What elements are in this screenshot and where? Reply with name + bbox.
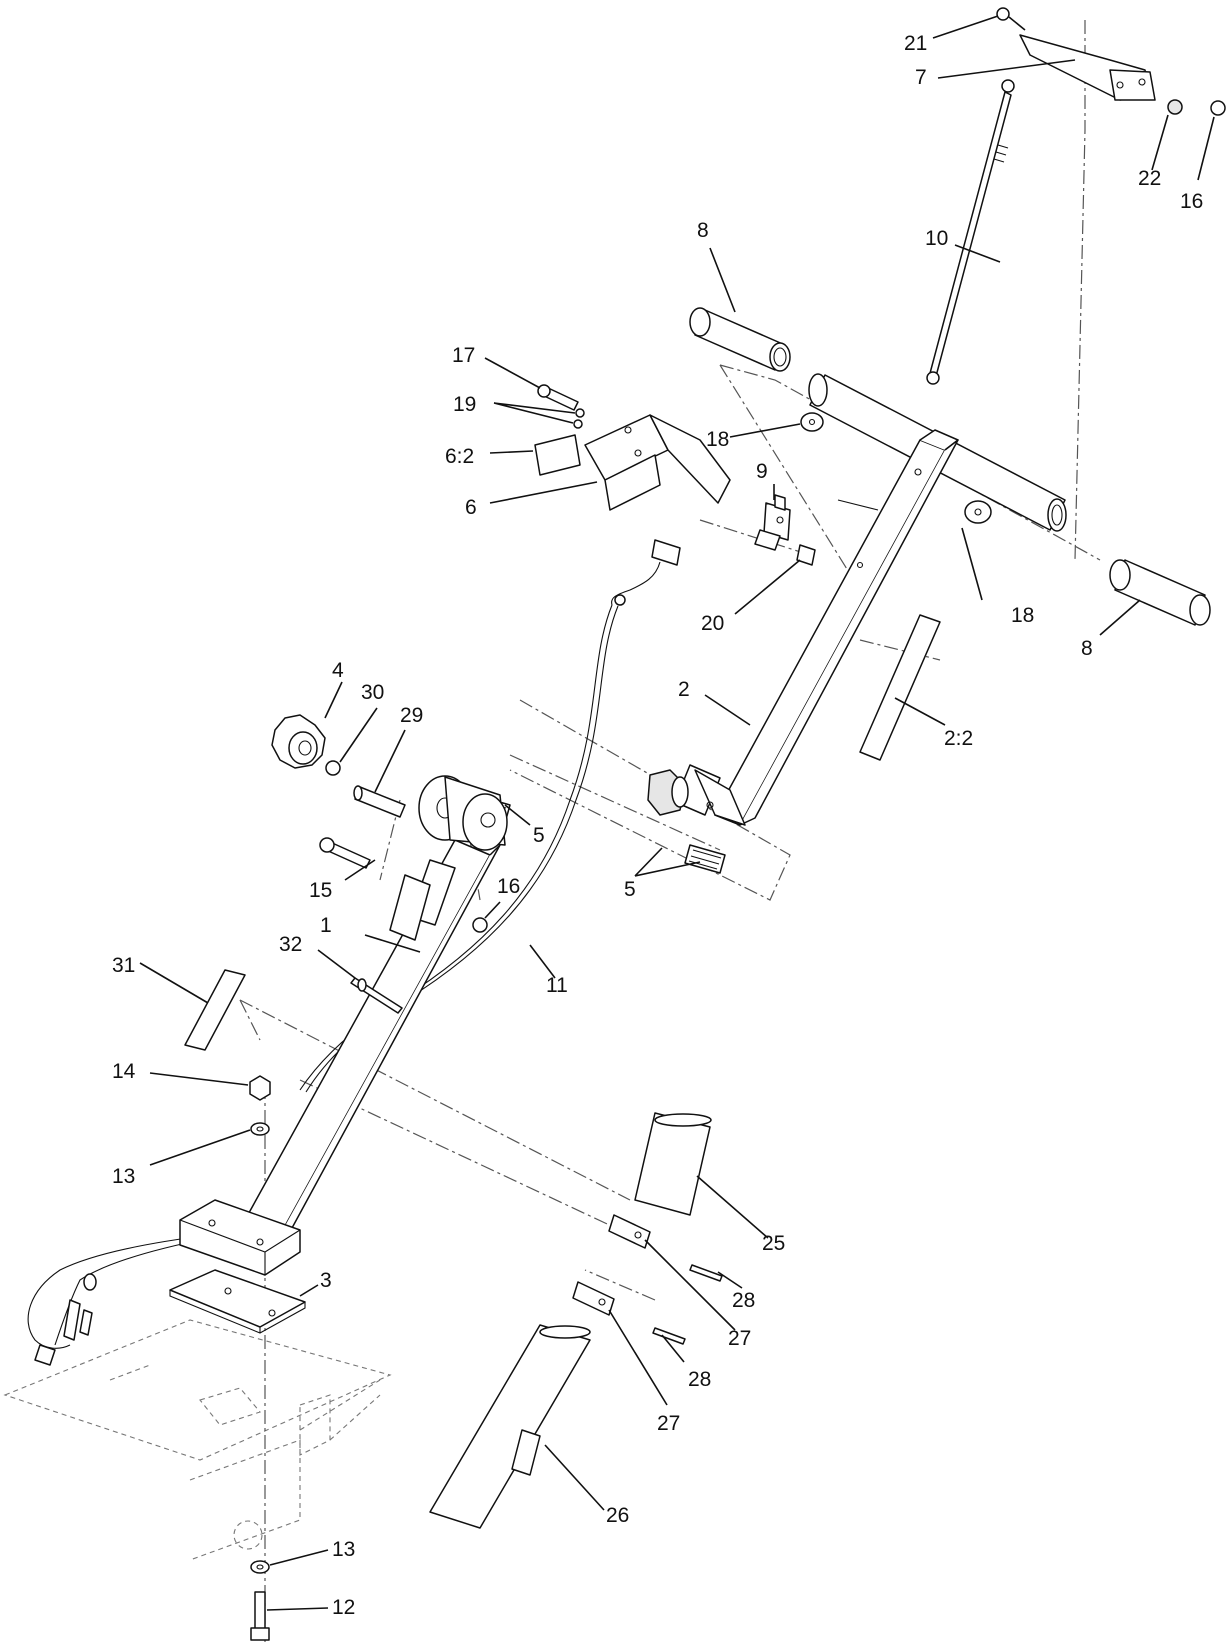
callout-20: 20: [701, 612, 724, 635]
part-18-washer-right: [964, 500, 992, 524]
callout-18-left: 18: [706, 428, 729, 451]
part-16-nut-upper: [1210, 100, 1226, 116]
callout-14: 14: [112, 1060, 136, 1083]
callout-13-lower: 13: [332, 1538, 355, 1561]
callout-30: 30: [361, 681, 384, 704]
part-32-pin: [350, 977, 403, 1014]
callout-4: 4: [332, 659, 344, 682]
part-3-plate: [169, 1269, 306, 1334]
callout-21: 21: [904, 32, 927, 55]
part-30-washer: [325, 760, 341, 776]
callout-28-lower: 28: [688, 1368, 711, 1391]
part-29-spacer: [353, 785, 406, 818]
callout-2-2: 2:2: [944, 727, 973, 750]
callout-10: 10: [925, 227, 948, 250]
callout-16-upper: 16: [1180, 190, 1203, 213]
part-7-lever-bracket: [1019, 34, 1156, 101]
part-15-bolt: [319, 837, 371, 869]
part-13-washer-upper: [250, 1122, 270, 1136]
callout-26: 26: [606, 1504, 629, 1527]
callout-22: 22: [1138, 167, 1161, 190]
part-1-base-plate: [179, 1199, 301, 1276]
part-28-pin-lower: [652, 1327, 686, 1345]
leader-lines: [139, 15, 1215, 1611]
callout-17: 17: [452, 344, 475, 367]
callout-29: 29: [400, 704, 423, 727]
callout-27-upper: 27: [728, 1327, 751, 1350]
callout-13-upper: 13: [112, 1165, 135, 1188]
callout-18-right: 18: [1011, 604, 1034, 627]
callout-2: 2: [678, 678, 690, 701]
part-12-bolt: [250, 1591, 270, 1641]
callout-labels: 21 7 22 16 10 8 17 19 18 6:2 9 6 18 20 8…: [112, 32, 1203, 1619]
callout-6: 6: [465, 496, 477, 519]
callout-9: 9: [756, 460, 768, 483]
callout-6-2: 6:2: [445, 445, 474, 468]
part-19-screws: [573, 408, 585, 429]
callout-15: 15: [309, 879, 332, 902]
part-27-coupler-lower: [572, 1281, 615, 1316]
part-5-bumper-mid: [647, 769, 689, 816]
part-18-washer-left: [800, 412, 824, 432]
part-31-decal: [184, 969, 246, 1051]
callout-3: 3: [320, 1269, 332, 1292]
part-9-switch: [754, 494, 791, 551]
callout-8-left: 8: [697, 219, 709, 242]
callout-12: 12: [332, 1596, 355, 1619]
part-1-lower-handle: [244, 839, 501, 1236]
part-26-handle-tube: [429, 1324, 591, 1529]
part-1-pivot-bracket: [418, 775, 508, 851]
callout-27-lower: 27: [657, 1412, 680, 1435]
callout-32: 32: [279, 933, 302, 956]
callout-25: 25: [762, 1232, 785, 1255]
part-5-bumper-lower: [684, 844, 726, 874]
part-2-2-decal: [859, 614, 941, 761]
callout-28-upper: 28: [732, 1289, 755, 1312]
part-14-nut: [249, 1075, 271, 1101]
callout-19: 19: [453, 393, 476, 416]
callout-31: 31: [112, 954, 135, 977]
mower-deck-ghost: [3, 1319, 392, 1561]
callout-11: 11: [546, 974, 568, 997]
part-16-nut-lower: [472, 917, 488, 933]
part-13-washer-lower: [250, 1560, 270, 1574]
part-11-wire-harness: [27, 539, 681, 1366]
callout-5-upper: 5: [533, 824, 545, 847]
callout-16-lower: 16: [497, 875, 520, 898]
callout-1: 1: [320, 914, 332, 937]
callout-5-lower: 5: [624, 878, 636, 901]
part-21-screw: [996, 7, 1026, 31]
part-27-coupler-upper: [608, 1214, 651, 1249]
part-17-screw: [537, 384, 579, 411]
assembly-centerlines: [239, 20, 1101, 1642]
callout-8-right: 8: [1081, 637, 1093, 660]
part-22-nut: [1167, 99, 1183, 115]
part-8-grip-right: [1109, 559, 1211, 626]
part-25-grip: [634, 1112, 712, 1216]
part-10-control-rod: [926, 79, 1015, 385]
part-8-grip-left: [689, 307, 791, 372]
part-20-clip: [796, 544, 816, 566]
part-2-upper-handle: [714, 429, 959, 826]
part-6-control-panel: [584, 414, 731, 511]
part-28-pin-upper: [689, 1264, 723, 1282]
part-6-2-decal: [534, 434, 581, 476]
callout-7: 7: [915, 66, 927, 89]
part-4-knob: [271, 714, 326, 769]
